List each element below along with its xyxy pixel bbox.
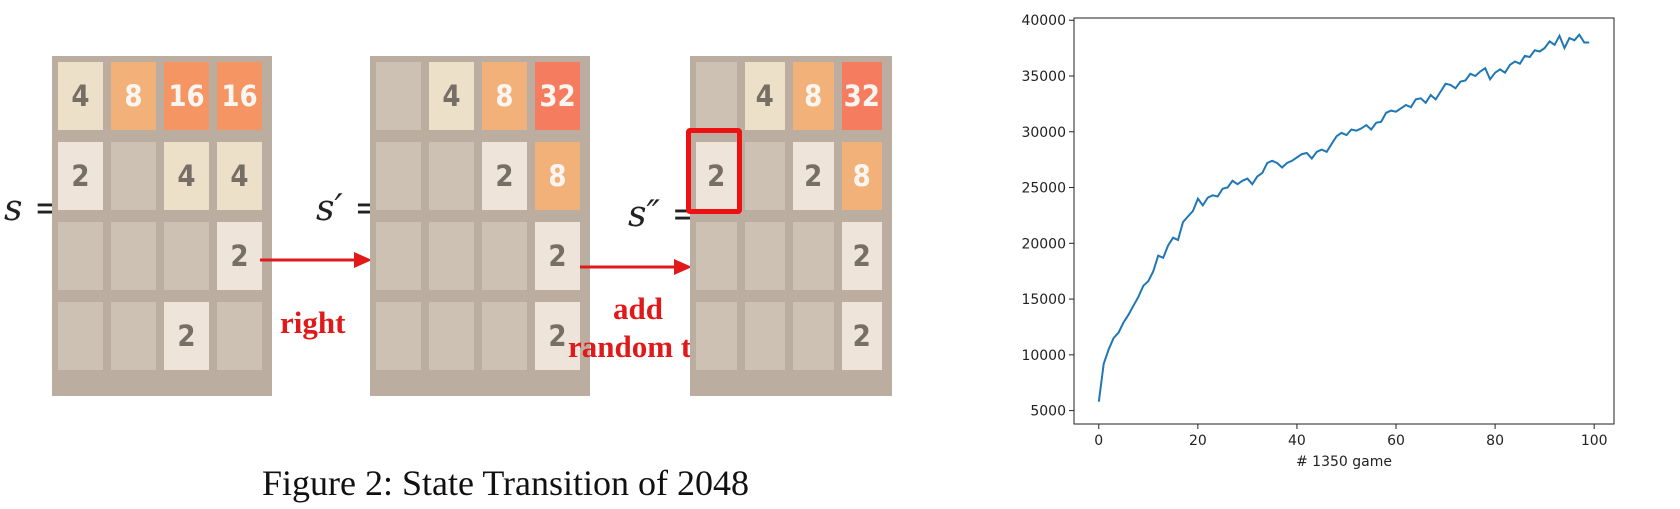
x-tick-label: 60 [1387, 433, 1405, 449]
score-line-chart: 0 20 40 60 80 100 5000 10000 15000 20000 25000 3000… [1021, 13, 1615, 470]
tile-r0-c1: 8 [111, 62, 156, 130]
tile-r1-c3: 4 [217, 142, 262, 210]
action-label-right: right [280, 305, 346, 340]
tile-r2-c3: 2 [535, 222, 580, 290]
series-line [1097, 33, 1590, 402]
y-tick-label: 5000 [1030, 404, 1066, 420]
tile-r1-c0: 2 [696, 142, 737, 210]
tile-r1-c2: 2 [793, 142, 834, 210]
tile-r1-c1 [429, 142, 474, 210]
tile-r2-c1 [429, 222, 474, 290]
tile-r1-c0: 2 [58, 142, 103, 210]
tile-r3-c3 [217, 302, 262, 370]
tile-r3-c1 [744, 302, 785, 370]
tile-r3-c3: 2 [535, 302, 580, 370]
y-tick-label: 15000 [1021, 292, 1066, 308]
tile-r3-c0 [376, 302, 421, 370]
tile-r3-c0 [696, 302, 737, 370]
tile-r0-c2: 8 [482, 62, 527, 130]
tile-r1-c2: 2 [482, 142, 527, 210]
tile-r2-c3: 2 [217, 222, 262, 290]
arrow-add-random-tile [580, 259, 692, 275]
tile-r2-c2 [164, 222, 209, 290]
tile-r3-c1 [429, 302, 474, 370]
tile-r3-c0 [58, 302, 103, 370]
tile-r2-c1 [744, 222, 785, 290]
tile-r0-c0 [696, 62, 737, 130]
action-label-random-tile: random tile [568, 329, 723, 364]
chart-axes [1073, 17, 1615, 425]
x-tick-label: 40 [1288, 433, 1306, 449]
new-tile-highlight [686, 128, 742, 214]
tile-r3-c2 [793, 302, 834, 370]
tile-r3-c2: 2 [164, 302, 209, 370]
plot-frame [1073, 17, 1615, 425]
y-tick-label: 10000 [1021, 348, 1066, 364]
y-tick-label: 20000 [1021, 236, 1066, 252]
y-tick-label: 30000 [1021, 125, 1066, 141]
tile-r2-c0 [58, 222, 103, 290]
action-label-add: add [613, 291, 663, 326]
x-axis-label: # 1350 game [1296, 454, 1392, 470]
x-tick-label: 20 [1189, 433, 1207, 449]
tile-r0-c3: 32 [535, 62, 580, 130]
y-tick-label: 40000 [1021, 13, 1066, 29]
tile-r0-c3: 16 [217, 62, 262, 130]
action-label-add-random-tile: add random tile [568, 290, 723, 366]
tile-r1-c1 [111, 142, 156, 210]
tile-r2-c0 [696, 222, 737, 290]
y-tick-label: 25000 [1021, 181, 1066, 197]
tile-r1-c0 [376, 142, 421, 210]
tile-r3-c3: 2 [841, 302, 882, 370]
tile-r3-c1 [111, 302, 156, 370]
tile-r0-c1: 4 [744, 62, 785, 130]
x-tick-label: 0 [1094, 433, 1103, 449]
tile-r0-c0 [376, 62, 421, 130]
tile-r0-c0: 4 [58, 62, 103, 130]
tile-r2-c3: 2 [841, 222, 882, 290]
figure-caption: Figure 2: State Transition of 2048 [262, 463, 750, 503]
x-tick-label: 100 [1581, 433, 1608, 449]
tile-r0-c3: 32 [841, 62, 882, 130]
arrow-right [260, 252, 372, 268]
tile-r2-c1 [111, 222, 156, 290]
chart-ticks: 0 20 40 60 80 100 5000 10000 15000 20000 25000 3000… [1021, 13, 1607, 449]
tile-r2-c2 [793, 222, 834, 290]
tile-r1-c2: 4 [164, 142, 209, 210]
tile-r2-c2 [482, 222, 527, 290]
tile-r0-c1: 4 [429, 62, 474, 130]
tile-r1-c3: 8 [535, 142, 580, 210]
y-tick-label: 35000 [1021, 69, 1066, 85]
tile-r1-c3: 8 [841, 142, 882, 210]
tile-r3-c2 [482, 302, 527, 370]
tile-r2-c0 [376, 222, 421, 290]
tile-r1-c1 [744, 142, 785, 210]
tile-r0-c2: 16 [164, 62, 209, 130]
tile-r0-c2: 8 [793, 62, 834, 130]
x-tick-label: 80 [1486, 433, 1504, 449]
